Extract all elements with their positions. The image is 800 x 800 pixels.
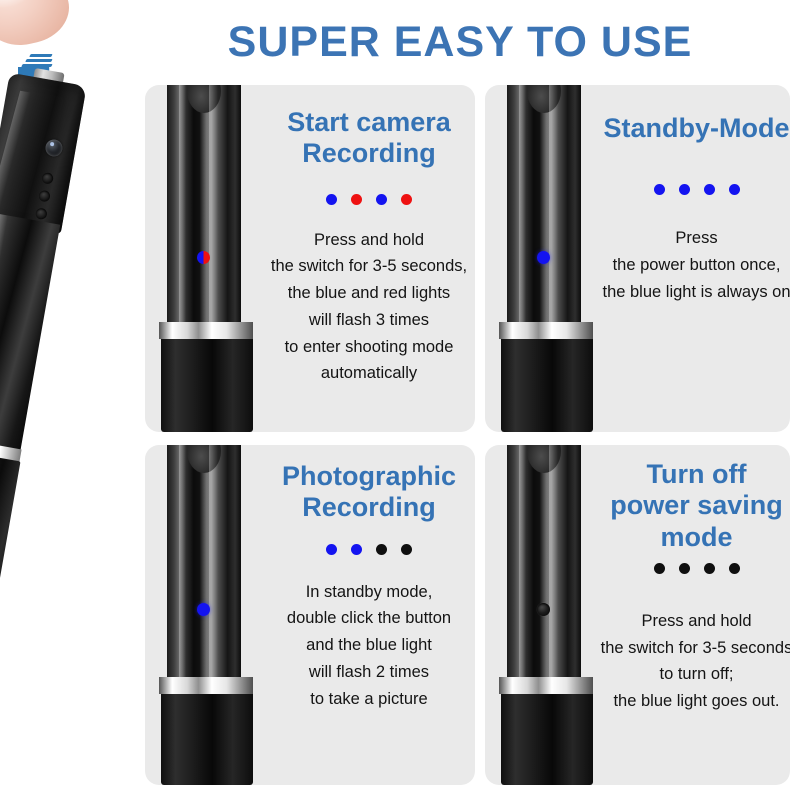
- led-sequence: [326, 193, 412, 205]
- panel-pen-closeup: [145, 445, 263, 785]
- sequence-dot: [376, 543, 387, 555]
- panel-start-camera-recording: Start camera Recording Press and hold th…: [145, 85, 475, 432]
- sequence-dot: [653, 184, 665, 196]
- led-sequence: [653, 562, 740, 574]
- pen-port-3: [34, 207, 48, 221]
- sequence-dot: [653, 562, 665, 574]
- pen-body: [0, 60, 108, 770]
- led-sequence: [326, 543, 412, 555]
- sequence-dot: [728, 562, 740, 574]
- led-indicator: [197, 251, 210, 264]
- led-indicator: [537, 603, 550, 616]
- panel-turn-off-power-saving-mode: Turn off power saving mode Press and hol…: [485, 445, 790, 785]
- panel-pen-closeup: [485, 85, 603, 432]
- sequence-dot: [326, 193, 337, 205]
- panel-description: Press the power button once, the blue li…: [602, 229, 790, 301]
- panel-description: In standby mode, double click the button…: [286, 582, 452, 708]
- sequence-dot: [678, 184, 690, 196]
- sequence-dot: [703, 562, 715, 574]
- sequence-dot: [401, 193, 412, 205]
- led-indicator: [537, 251, 550, 264]
- led-sequence: [653, 184, 740, 196]
- led-indicator: [197, 603, 210, 616]
- sequence-dot: [703, 184, 715, 196]
- sequence-dot: [326, 543, 337, 555]
- panel-title: Photographic Recording: [282, 461, 456, 523]
- panel-content: Standby-Mode Press the power button once…: [602, 85, 790, 432]
- panel-title: Standby-Mode: [603, 113, 790, 143]
- panel-content: Photographic Recording In standby mode, …: [263, 445, 475, 785]
- pen-cap: [0, 72, 87, 234]
- panel-standby-mode: Standby-Mode Press the power button once…: [485, 85, 790, 432]
- sequence-dot: [401, 543, 412, 555]
- sequence-dot: [351, 193, 362, 205]
- camera-lens-icon: [44, 138, 64, 158]
- panel-description: Press and hold the switch for 3-5 second…: [270, 230, 468, 383]
- panel-title: Turn off power saving mode: [610, 459, 783, 552]
- panel-pen-closeup: [145, 85, 263, 432]
- pen-port-2: [38, 189, 51, 203]
- pen-barrel: [0, 211, 61, 452]
- sequence-dot: [678, 562, 690, 574]
- hero-pen-illustration: [0, 0, 150, 800]
- panel-photographic-recording: Photographic Recording In standby mode, …: [145, 445, 475, 785]
- page-title: SUPER EASY TO USE: [227, 18, 693, 66]
- fingertip-icon: [0, 0, 76, 53]
- panel-content: Start camera Recording Press and hold th…: [263, 85, 475, 432]
- sequence-dot: [728, 184, 740, 196]
- panel-title: Start camera Recording: [287, 107, 451, 169]
- panel-description: Press and hold the switch for 3-5 second…: [600, 611, 790, 711]
- pen-port-1: [41, 171, 54, 185]
- motion-lines: [21, 54, 53, 67]
- panel-content: Turn off power saving mode Press and hol…: [600, 445, 790, 785]
- pen-grip: [0, 447, 21, 703]
- panel-pen-closeup: [485, 445, 603, 785]
- sequence-dot: [351, 543, 362, 555]
- sequence-dot: [376, 193, 387, 205]
